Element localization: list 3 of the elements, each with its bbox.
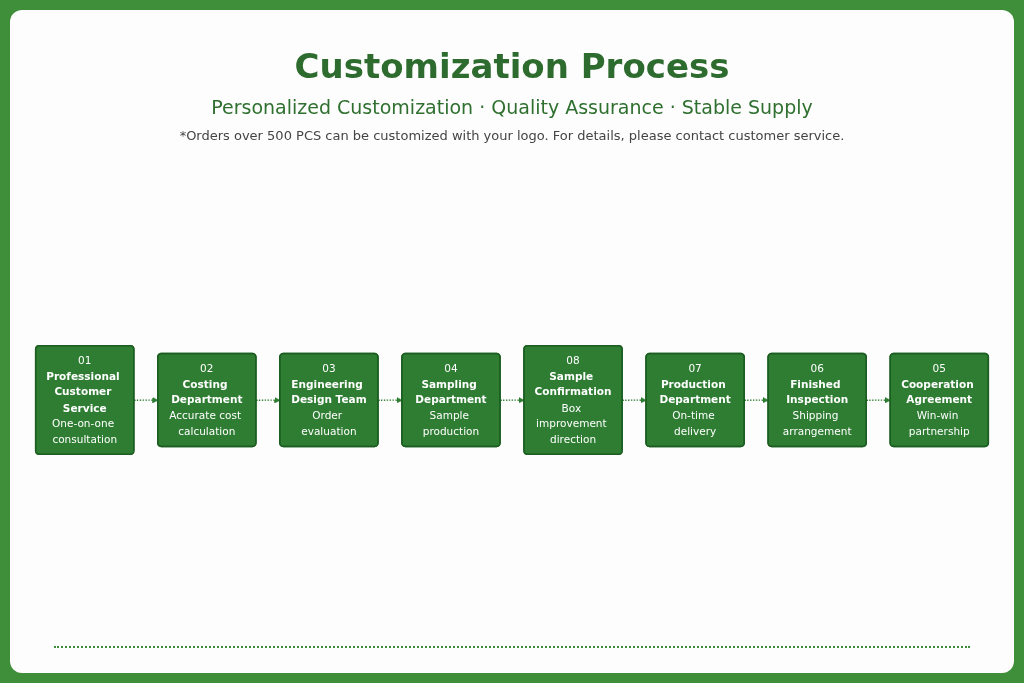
footnote-text: *Orders over 500 PCS can be customized with your logo. For details, please contact customer service. (179, 128, 845, 143)
title: Customization Process (294, 46, 730, 86)
tagline-text: Personalized Customization · Quality Assurance · Stable Supply (211, 96, 813, 118)
